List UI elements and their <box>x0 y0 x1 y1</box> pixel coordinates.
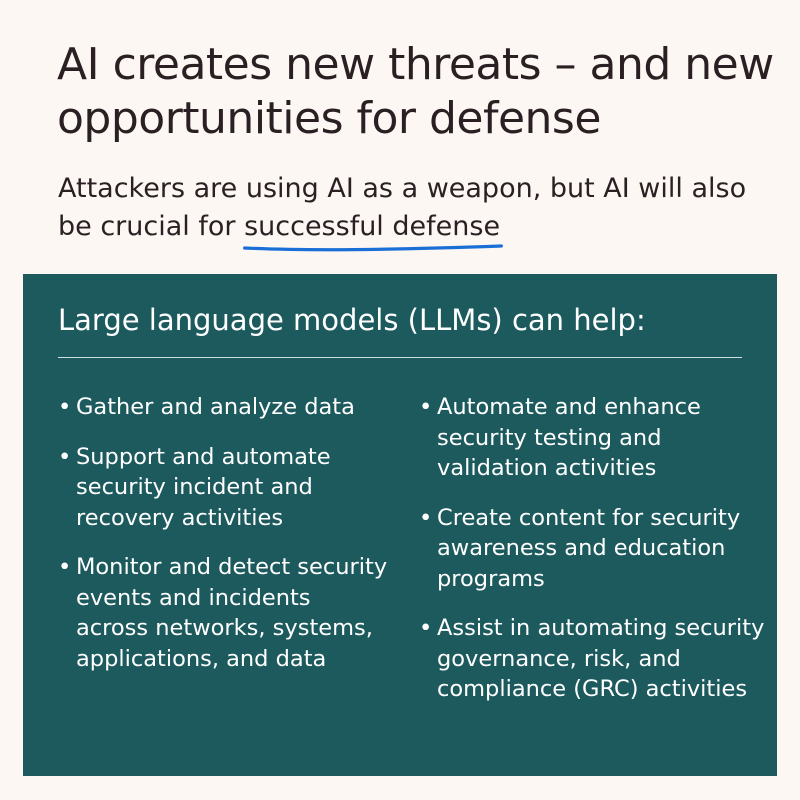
subhead-highlight-text: successful defense <box>244 211 501 242</box>
benefit-item: Automate and enhance security testing an… <box>419 392 769 484</box>
benefit-item: Monitor and detect security events and i… <box>58 552 388 674</box>
left-benefit-list: Gather and analyze data Support and auto… <box>58 392 388 693</box>
right-benefit-list: Automate and enhance security testing an… <box>419 392 769 724</box>
subhead-text: Attackers are using AI as a weapon, but … <box>58 173 747 242</box>
benefit-item: Assist in automating security governance… <box>419 613 769 705</box>
benefit-item: Gather and analyze data <box>58 392 388 423</box>
panel-title: Large language models (LLMs) can help: <box>58 303 646 337</box>
subhead: Attackers are using AI as a weapon, but … <box>58 170 758 246</box>
panel-divider <box>58 357 742 358</box>
benefit-item: Support and automate security incident a… <box>58 442 388 534</box>
subhead-highlight: successful defense <box>244 208 500 246</box>
highlight-underline-icon <box>242 242 504 254</box>
headline: AI creates new threats – and new opportu… <box>57 39 774 144</box>
llm-panel: Large language models (LLMs) can help: G… <box>23 274 777 776</box>
benefit-item: Create content for security awareness an… <box>419 503 769 595</box>
